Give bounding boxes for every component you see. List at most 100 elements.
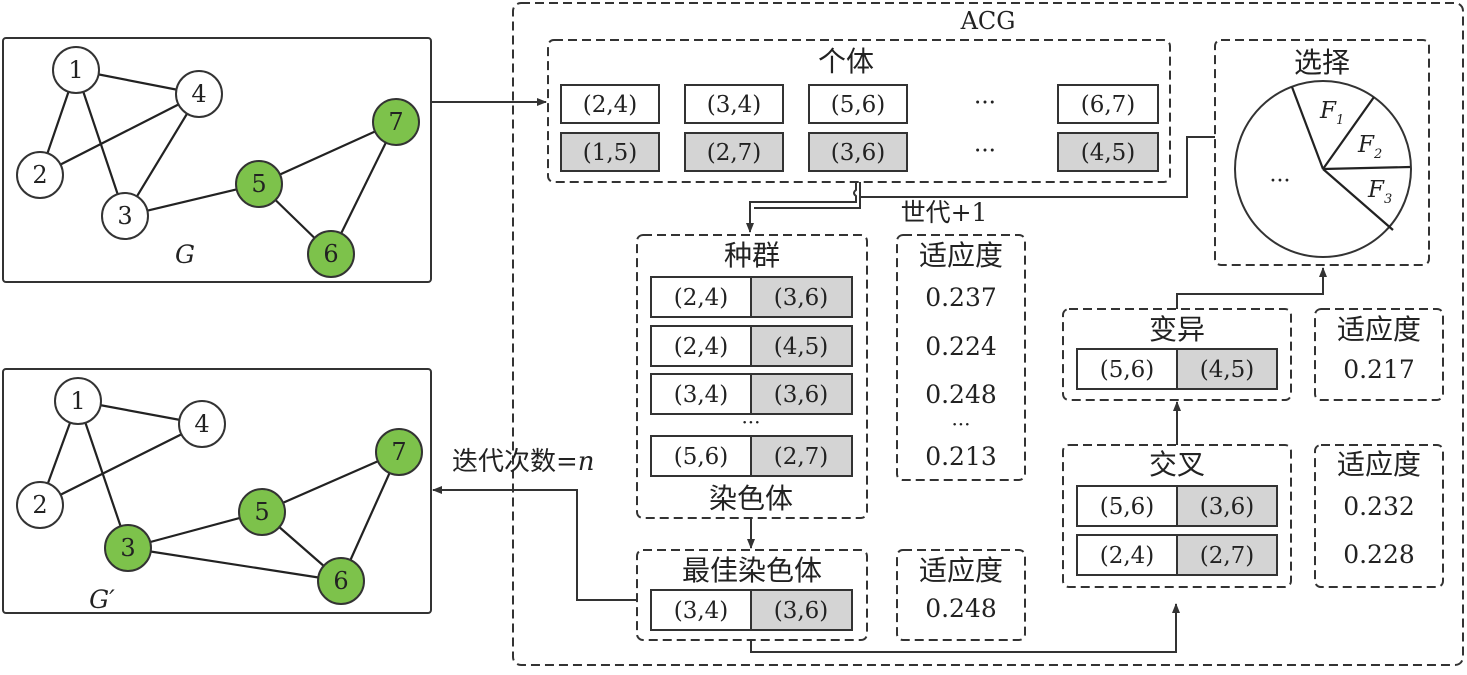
crossover-fitness-value-1: 0.232: [1343, 492, 1415, 521]
roulette-ellipsis: ···: [1270, 169, 1291, 194]
svg-text:6: 6: [323, 240, 338, 268]
roulette-label-f2: F2: [1357, 132, 1382, 162]
individual-top-text-1: (2,4): [583, 92, 638, 118]
mutation-panel: 变异 (5,6) (4,5): [1062, 308, 1292, 401]
graph-g-prime-node-5: 5: [238, 488, 286, 536]
crossover-fitness-title: 适应度: [1337, 448, 1421, 481]
svg-text:7: 7: [388, 108, 403, 136]
graph-g-prime-label: G′: [89, 585, 115, 614]
best-gene-a-text: (3,4): [674, 598, 729, 624]
graph-g-prime-node-1: 1: [54, 377, 102, 425]
graph-g-prime-frame: [2, 368, 432, 614]
roulette-divider-4: [1322, 168, 1394, 231]
best-gene-a: [650, 589, 752, 631]
individual-frame: [547, 39, 1171, 183]
graph-g-node-3: 3: [101, 192, 149, 240]
graph-g-prime-panel: 1 2 3 4 5 6 7 G′: [2, 368, 432, 614]
population-footer: 染色体: [709, 482, 793, 515]
svg-text:1: 1: [70, 387, 85, 415]
population-row-4-b-text: (2,7): [774, 444, 829, 470]
selection-panel: 选择 F1 F2 F3 ···: [1214, 39, 1430, 266]
svg-text:1: 1: [68, 56, 83, 84]
individual-top-ellipsis: ···: [974, 90, 996, 116]
individual-top-text-2: (3,4): [707, 92, 762, 118]
population-row-2-a-text: (2,4): [674, 334, 729, 360]
population-panel: 种群 (2,4) (3,6) (2,4) (4,5) (3,4) (3,6) ·…: [636, 234, 868, 519]
mutation-to-selection-arrow: [1176, 267, 1327, 309]
individual-top-text-5: (6,7): [1081, 92, 1136, 118]
roulette-label-f3: F3: [1367, 177, 1392, 207]
iteration-label: 迭代次数=n: [452, 447, 595, 477]
graph-g-prime-node-2: 2: [16, 481, 64, 529]
graph-g-prime-node-4: 4: [178, 400, 226, 448]
individual-panel: 个体 (2,4) (3,4) (5,6) ··· (6,7) (1,5) (2,…: [547, 39, 1171, 183]
individual-bottom-text-5: (4,5): [1081, 140, 1136, 166]
svg-text:4: 4: [194, 410, 209, 438]
individual-top-cell-1: [560, 84, 660, 124]
best-chromosome-title: 最佳染色体: [682, 554, 822, 587]
population-title: 种群: [724, 239, 780, 272]
graph-g-frame: [2, 37, 432, 283]
crossover-row-2-gene-b: [1176, 534, 1278, 576]
best-fitness-panel: 适应度 0.248: [896, 549, 1026, 641]
individual-top-cell-3: [808, 84, 908, 124]
population-fitness-value-1: 0.237: [925, 283, 997, 312]
population-fitness-value-2: 0.224: [925, 332, 997, 361]
individual-top-text-3: (5,6): [831, 92, 886, 118]
population-fitness-frame: [896, 234, 1026, 481]
population-row-4-gene-b: [750, 435, 853, 477]
crossover-row-1-gene-b: [1176, 485, 1278, 527]
crossover-title: 交叉: [1149, 448, 1205, 481]
graph-g-node-4: 4: [175, 70, 223, 118]
population-row-2-gene-b: [750, 325, 853, 367]
graph-g-node-7: 7: [372, 98, 420, 146]
crossover-fitness-panel: 适应度 0.232 0.228: [1314, 444, 1444, 588]
svg-text:6: 6: [333, 567, 348, 595]
individual-bottom-text-3: (3,6): [831, 140, 886, 166]
population-row-3-a-text: (3,4): [674, 382, 729, 408]
graph-g-prime-node-6: 6: [317, 557, 365, 605]
svg-text:7: 7: [391, 438, 406, 466]
individual-bottom-cell-1: [560, 132, 660, 172]
population-row-1-a-text: (2,4): [674, 285, 729, 311]
selection-roulette-wheel: [1234, 80, 1412, 258]
selection-frame: [1214, 39, 1430, 266]
crossover-fitness-value-2: 0.228: [1343, 540, 1415, 569]
best-gene-b: [750, 589, 853, 631]
crossover-row-1-gene-a: [1076, 485, 1178, 527]
mutation-fitness-title: 适应度: [1337, 313, 1421, 346]
svg-text:4: 4: [191, 80, 206, 108]
population-row-2-b-text: (4,5): [774, 334, 829, 360]
population-fitness-title: 适应度: [919, 239, 1003, 272]
graph-g-prime-node-3: 3: [104, 524, 152, 572]
crossover-fitness-frame: [1314, 444, 1444, 588]
individual-to-population-arrow: [746, 182, 857, 233]
individual-bottom-cell-5: [1057, 132, 1159, 172]
graph-g-node-1: 1: [52, 46, 100, 94]
svg-text:2: 2: [32, 491, 47, 519]
individual-top-cell-2: [684, 84, 784, 124]
individual-title: 个体: [818, 45, 874, 78]
svg-text:2: 2: [32, 161, 47, 189]
mutation-fitness-frame: [1314, 308, 1444, 401]
individual-bottom-ellipsis: ···: [974, 138, 996, 164]
crossover-panel: 交叉 (5,6) (3,6) (2,4) (2,7): [1062, 444, 1292, 588]
individual-top-cell-5: [1057, 84, 1159, 124]
selection-title: 选择: [1294, 46, 1350, 79]
population-row-3-b-text: (3,6): [774, 382, 829, 408]
roulette-divider-1: [1290, 86, 1325, 170]
mutation-fitness-value: 0.217: [1343, 355, 1415, 384]
svg-text:5: 5: [251, 170, 266, 198]
best-fitness-frame: [896, 549, 1026, 641]
mutation-gene-b-text: (4,5): [1200, 357, 1255, 383]
graph-g-node-2: 2: [16, 151, 64, 199]
mutation-frame: [1062, 308, 1292, 401]
generation-label: 世代+1: [901, 198, 988, 227]
mutation-fitness-panel: 适应度 0.217: [1314, 308, 1444, 401]
crossover-row-2-b-text: (2,7): [1200, 543, 1255, 569]
population-fitness-value-3: 0.248: [925, 380, 997, 409]
population-row-1-gene-b: [750, 276, 853, 318]
acg-container: [512, 2, 1464, 666]
selection-connector: [860, 136, 1215, 198]
